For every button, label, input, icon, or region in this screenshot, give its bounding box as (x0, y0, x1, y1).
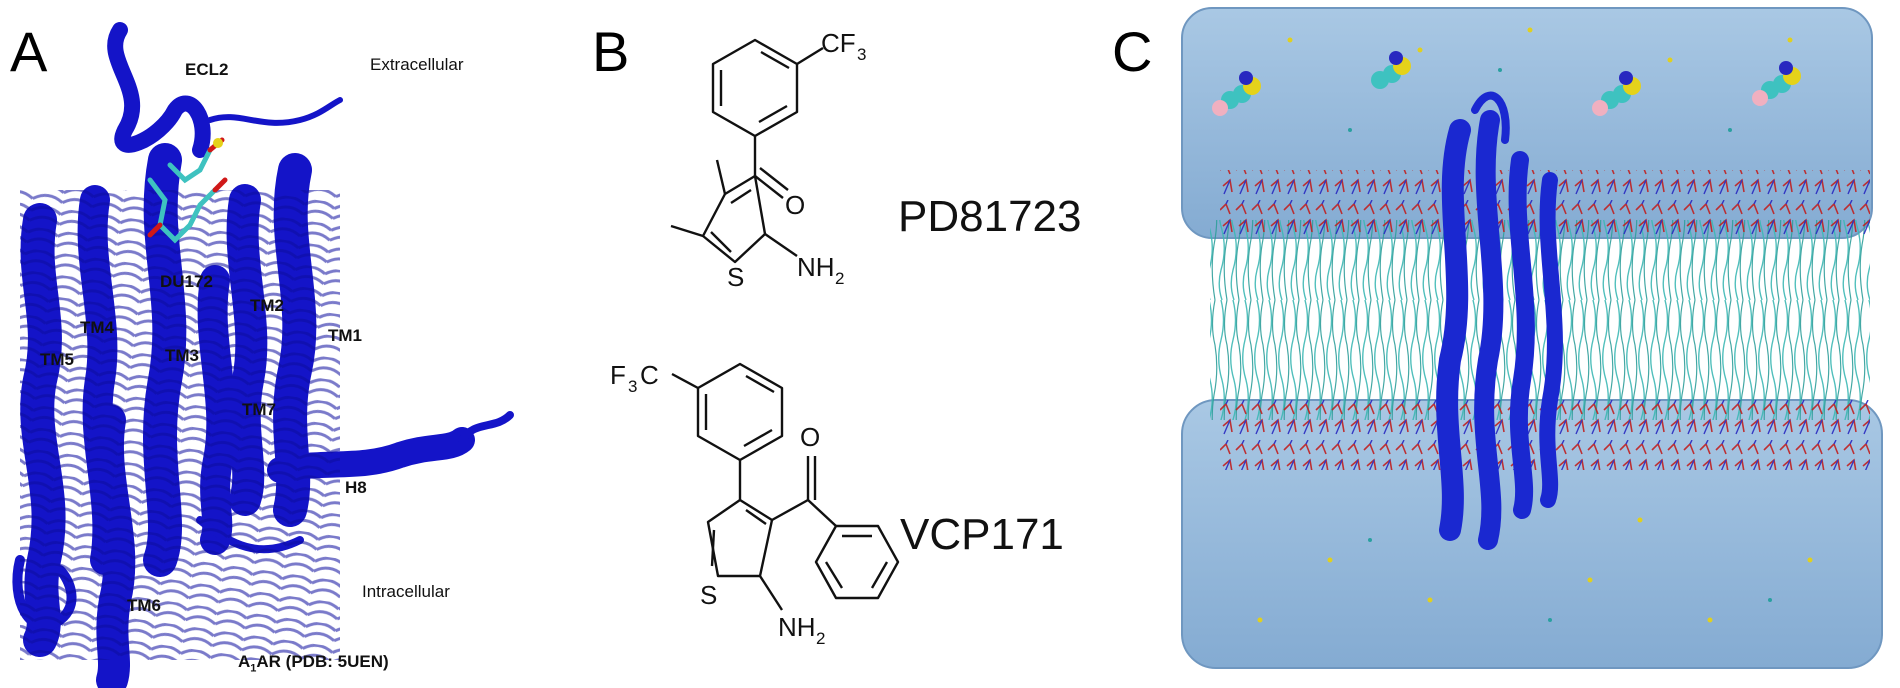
panel-b-letter: B (592, 20, 630, 83)
svg-text:O: O (800, 422, 820, 452)
svg-text:3: 3 (628, 377, 637, 396)
label-tm4: TM4 (80, 318, 114, 337)
label-h8: H8 (345, 478, 367, 497)
svg-text:F: F (610, 360, 626, 390)
label-tm5: TM5 (40, 350, 74, 369)
svg-text:S: S (727, 262, 744, 292)
ligand-du172 (147, 137, 228, 244)
label-tm7: TM7 (242, 400, 276, 419)
name-vcp171: VCP171 (900, 510, 1064, 559)
structure-pd81723: CF 3 O S NH 2 (670, 28, 866, 292)
label-extracellular: Extracellular (370, 55, 464, 74)
structure-vcp171: F 3 C O S NH 2 (610, 360, 900, 648)
svg-text:2: 2 (816, 629, 825, 648)
embedded-receptor (1436, 91, 1563, 550)
svg-text:NH: NH (778, 612, 816, 642)
caption-pdb: A1AR (PDB: 5UEN) (238, 652, 389, 675)
label-tm3: TM3 (165, 346, 199, 365)
panel-c-letter: C (1112, 20, 1153, 83)
modulator-molecules (1212, 51, 1801, 116)
svg-text:2: 2 (835, 269, 844, 288)
label-ligand-du172: DU172 (160, 272, 213, 291)
svg-text:CF: CF (821, 28, 856, 58)
name-pd81723: PD81723 (898, 192, 1082, 241)
membrane-simulation-box (1181, 7, 1883, 669)
svg-text:3: 3 (857, 45, 866, 64)
counter-ions (1348, 68, 1772, 622)
extracellular-loop (207, 97, 343, 126)
lipid-tail-region (1210, 220, 1870, 420)
label-tm2: TM2 (250, 296, 284, 315)
ions (1257, 27, 1813, 623)
svg-text:NH: NH (797, 252, 835, 282)
ecl2-loop (107, 22, 211, 158)
h8-tail (458, 411, 514, 444)
label-tm6: TM6 (127, 596, 161, 615)
label-intracellular: Intracellular (362, 582, 450, 601)
svg-text:C: C (640, 360, 659, 390)
receptor-ribbon-illustration (12, 22, 514, 688)
label-ecl2: ECL2 (185, 60, 229, 79)
label-tm1: TM1 (328, 326, 362, 345)
svg-text:O: O (785, 190, 805, 220)
svg-text:S: S (700, 580, 717, 610)
panel-a-letter: A (10, 20, 48, 83)
